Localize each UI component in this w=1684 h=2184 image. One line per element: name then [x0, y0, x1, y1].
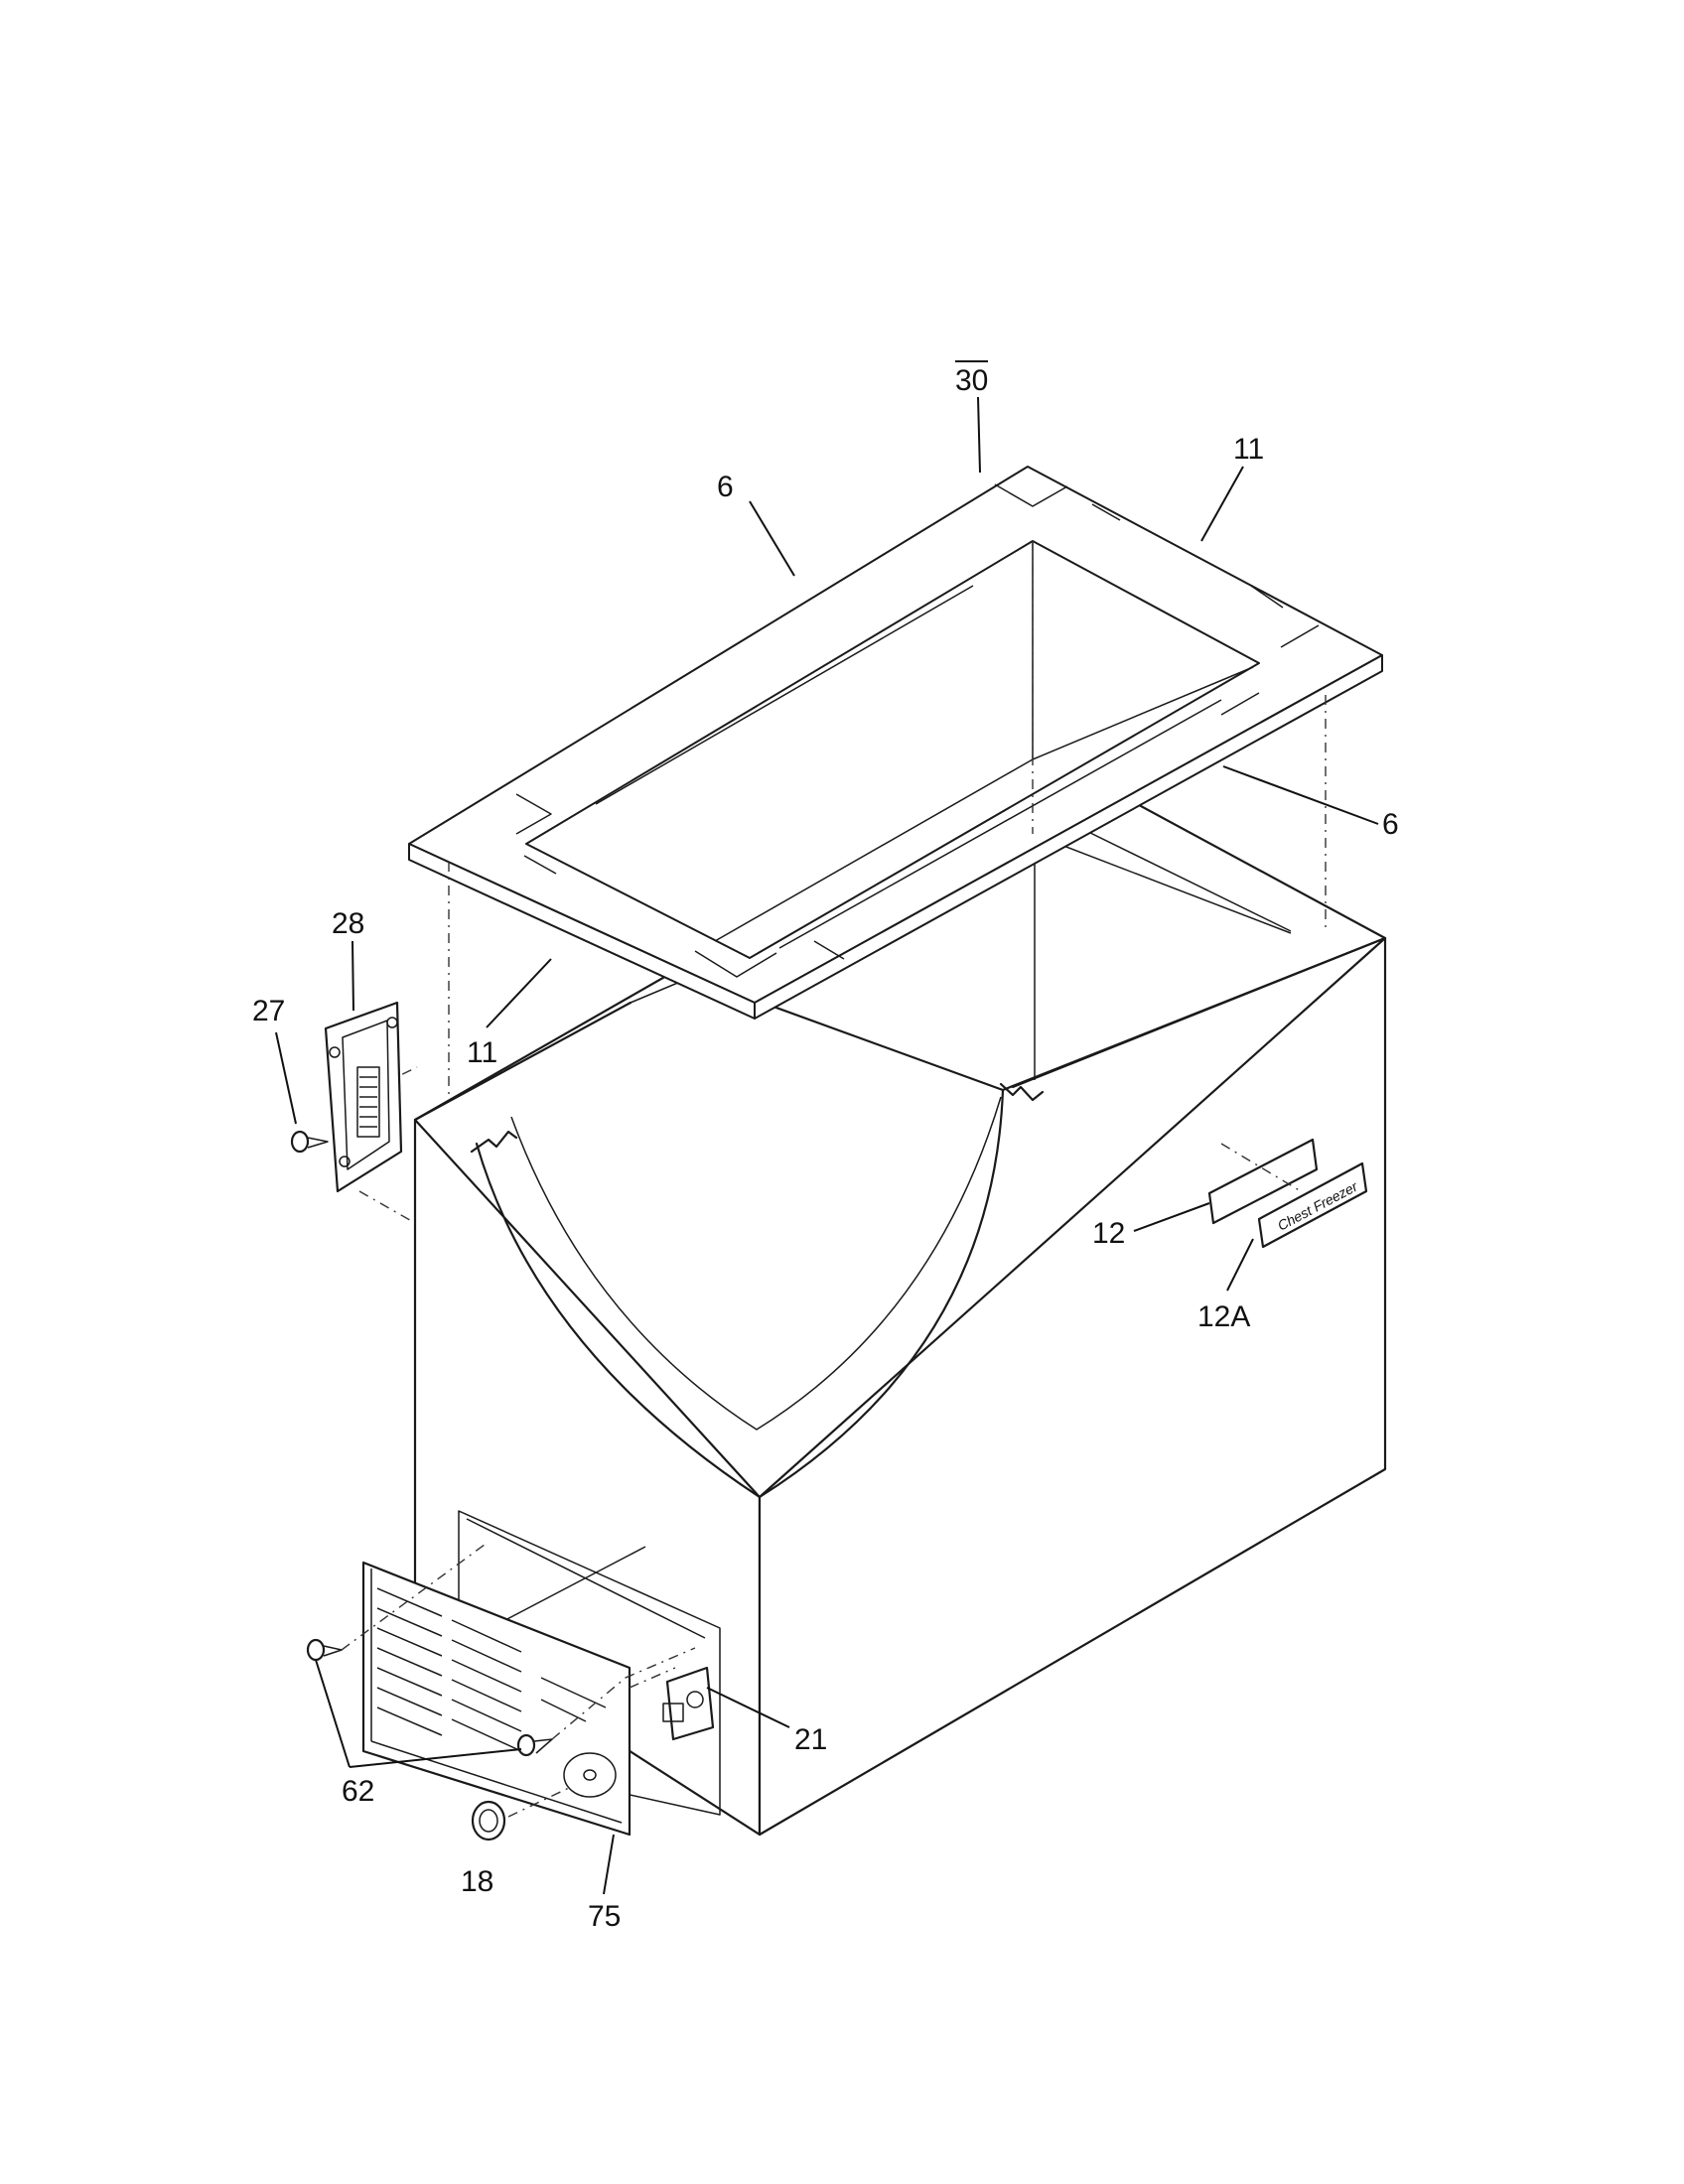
- label-18: 18: [461, 1865, 493, 1898]
- label-27: 27: [252, 995, 285, 1027]
- kick-plate-grille: [361, 1561, 632, 1837]
- label-62: 62: [342, 1775, 374, 1808]
- hinge-assembly: [324, 1001, 403, 1193]
- alignment-lines: [358, 541, 1327, 1224]
- label-21: 21: [794, 1723, 827, 1756]
- thermostat-control-icon: [662, 1666, 715, 1741]
- label-11-bottom: 11: [467, 1036, 497, 1069]
- label-11-top: 11: [1233, 433, 1264, 466]
- grille-alignment-lines: [341, 1541, 696, 1818]
- label-75: 75: [588, 1900, 621, 1933]
- leader-lines: [275, 396, 1379, 1895]
- label-28: 28: [332, 907, 364, 940]
- label-6-right: 6: [1382, 808, 1399, 841]
- label-30: 30: [955, 364, 988, 397]
- grille-screw-icon: [306, 1638, 553, 1757]
- label-12: 12: [1092, 1217, 1125, 1250]
- label-6-top: 6: [717, 471, 734, 503]
- part-labels: 30 6 11 6 11 28 27 12 12A 21 62 18 75: [252, 360, 1399, 1933]
- hinge-screw-icon: [290, 1130, 329, 1154]
- nameplate: [1207, 1138, 1319, 1225]
- plug-button-icon: [471, 1800, 506, 1842]
- label-12A: 12A: [1197, 1300, 1250, 1333]
- lid-gasket-frame: [408, 466, 1383, 1020]
